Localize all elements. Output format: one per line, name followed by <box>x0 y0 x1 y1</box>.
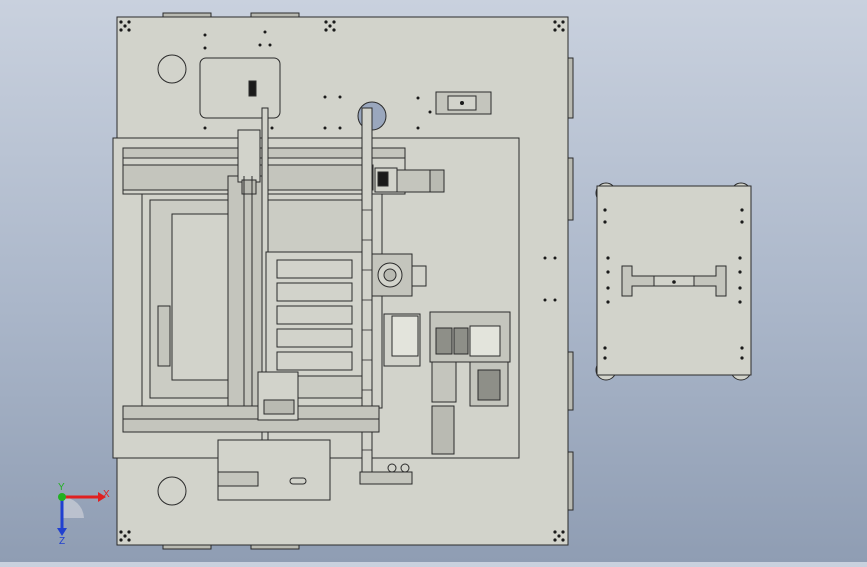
upper-window-panel <box>199 57 281 119</box>
x-axis-label: X <box>103 489 110 500</box>
triad-background <box>62 497 84 518</box>
upper-window-slot <box>248 80 257 97</box>
mechanism-plate[interactable] <box>112 107 520 501</box>
large-bore-top-left <box>157 54 187 84</box>
z-axis-arrow <box>57 528 67 536</box>
vertical-motor <box>237 129 261 183</box>
y-axis-dot <box>58 493 66 501</box>
large-bore-bottom-left <box>157 476 187 506</box>
coordinate-triad[interactable]: X Y Z <box>57 482 110 547</box>
mounting-holes <box>203 30 557 302</box>
y-axis-label: Y <box>58 482 65 493</box>
bottom-right-block <box>359 471 413 485</box>
tray-slot-4 <box>276 328 353 348</box>
tray-slot-2 <box>276 282 353 302</box>
gantry-motor-slot <box>377 171 389 187</box>
bottom-bracket <box>217 439 331 501</box>
side-plate-holes <box>603 208 744 360</box>
cylinder-actuator <box>431 405 455 455</box>
x-axis-arrow <box>98 492 106 502</box>
feed-column <box>431 361 457 403</box>
left-work-panel <box>171 213 233 381</box>
tray-slot-5 <box>276 351 353 371</box>
left-clamp <box>157 305 171 367</box>
z-axis-label: Z <box>59 536 65 547</box>
side-plate[interactable] <box>595 182 752 381</box>
tray-slot-1 <box>276 259 353 279</box>
corner-holes <box>119 20 565 542</box>
tray-slot-3 <box>276 305 353 325</box>
